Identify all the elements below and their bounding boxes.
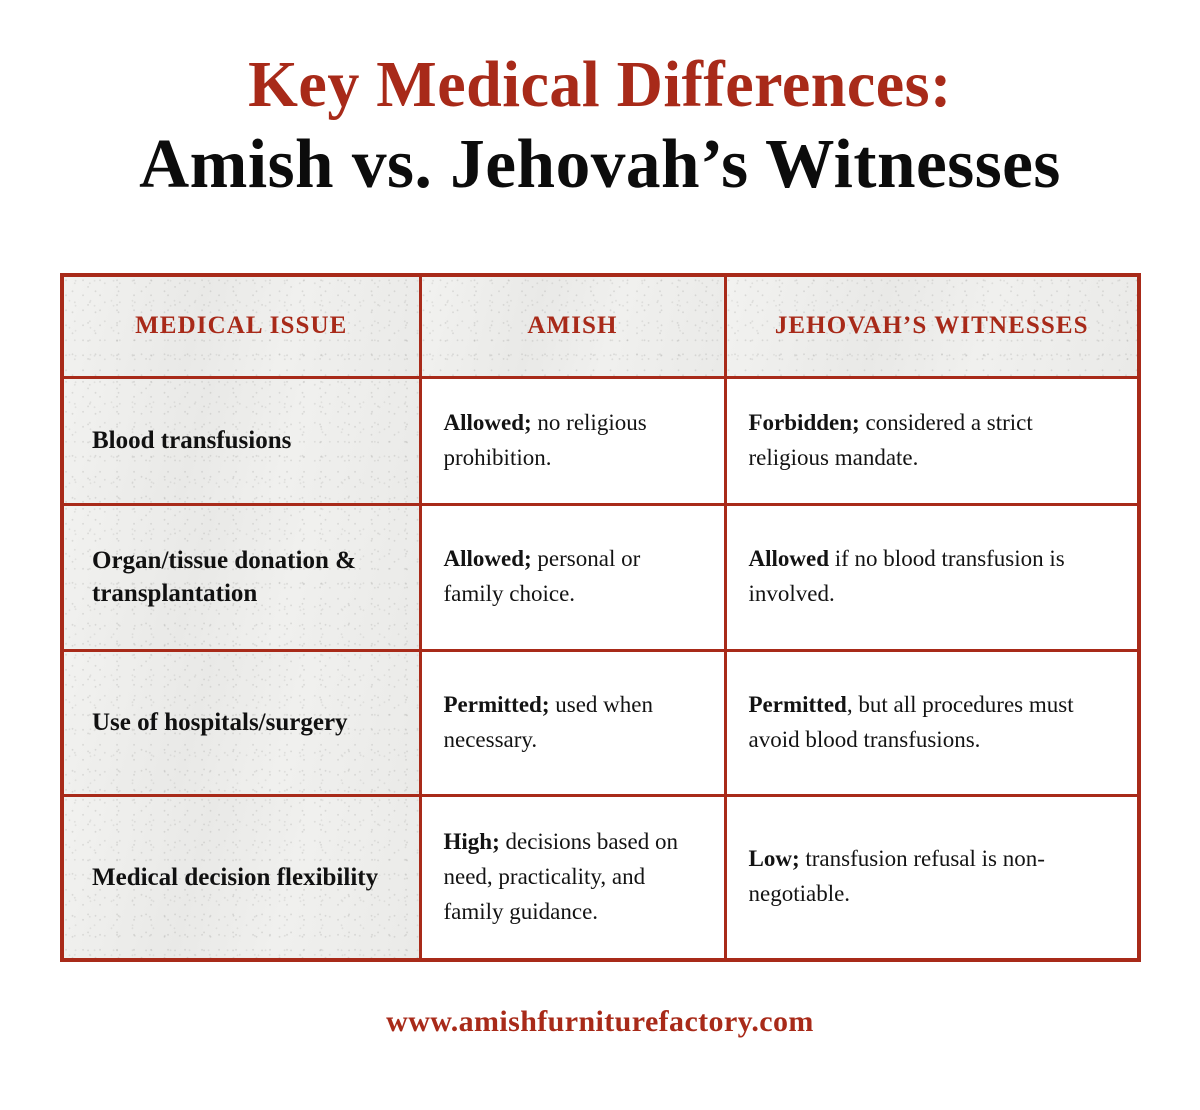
- column-header-amish: AMISH: [418, 273, 727, 379]
- column-header-label: AMISH: [527, 311, 618, 339]
- amish-detail-emphasis: Allowed;: [443, 546, 532, 572]
- title-line-secondary: Amish vs. Jehovah’s Witnesses: [139, 126, 1061, 203]
- table-row: Organ/tissue donation & transplantation …: [60, 502, 1141, 652]
- issue-label: Medical decision flexibility: [92, 863, 379, 891]
- amish-detail-emphasis: High;: [443, 828, 500, 854]
- column-header-label: MEDICAL ISSUE: [135, 311, 348, 339]
- amish-detail: Allowed; no religious prohibition.: [444, 410, 647, 470]
- amish-detail-emphasis: Allowed;: [443, 409, 532, 435]
- comparison-table-container: MEDICAL ISSUE AMISH JEHOVAH’S WITNESSES …: [60, 273, 1141, 962]
- cell-issue: Blood transfusions: [60, 375, 422, 506]
- cell-amish: High; decisions based on need, practical…: [418, 793, 727, 962]
- jw-detail-rest: , but all procedures must avoid blood tr…: [748, 691, 1074, 752]
- cell-amish: Permitted; used when necessary.: [418, 648, 727, 797]
- jw-detail-emphasis: Permitted: [748, 691, 847, 717]
- page-title: Key Medical Differences: Amish vs. Jehov…: [0, 0, 1200, 200]
- jw-detail: Forbidden; considered a strict religious…: [749, 410, 1033, 470]
- comparison-table: MEDICAL ISSUE AMISH JEHOVAH’S WITNESSES …: [60, 273, 1141, 962]
- table-header-row: MEDICAL ISSUE AMISH JEHOVAH’S WITNESSES: [60, 273, 1141, 379]
- jw-detail-emphasis: Low;: [748, 846, 800, 872]
- footer: www.amishfurniturefactory.com: [0, 1005, 1200, 1039]
- cell-jw: Permitted, but all procedures must avoid…: [723, 648, 1141, 797]
- table-row: Use of hospitals/surgery Permitted; used…: [60, 648, 1141, 797]
- amish-detail-rest: personal or family choice.: [443, 546, 641, 606]
- jw-detail-rest: transfusion refusal is non-negotiable.: [748, 846, 1045, 907]
- amish-detail-rest: used when necessary.: [443, 691, 653, 752]
- cell-issue: Medical decision flexibility: [60, 793, 422, 962]
- jw-detail: Allowed if no blood transfusion is invol…: [749, 546, 1065, 606]
- table-row: Blood transfusions Allowed; no religious…: [60, 375, 1141, 506]
- footer-website-url[interactable]: www.amishfurniturefactory.com: [386, 1005, 814, 1038]
- cell-issue: Organ/tissue donation & transplantation: [60, 502, 422, 652]
- table-header: MEDICAL ISSUE AMISH JEHOVAH’S WITNESSES: [60, 273, 1141, 379]
- table-row: Medical decision flexibility High; decis…: [60, 793, 1141, 962]
- jw-detail: Permitted, but all procedures must avoid…: [749, 692, 1074, 752]
- amish-detail-rest: no religious prohibition.: [443, 409, 647, 470]
- amish-detail-rest: decisions based on need, practicality, a…: [443, 828, 678, 924]
- issue-label: Organ/tissue donation & transplantation: [92, 546, 356, 608]
- jw-detail-emphasis: Forbidden;: [748, 409, 860, 435]
- amish-detail: High; decisions based on need, practical…: [444, 829, 678, 924]
- column-header-jehovahs-witnesses: JEHOVAH’S WITNESSES: [723, 273, 1141, 379]
- issue-label: Blood transfusions: [92, 426, 292, 454]
- cell-amish: Allowed; no religious prohibition.: [418, 375, 727, 506]
- cell-amish: Allowed; personal or family choice.: [418, 502, 727, 652]
- jw-detail-emphasis: Allowed: [748, 546, 830, 572]
- column-header-label: JEHOVAH’S WITNESSES: [774, 311, 1089, 339]
- cell-jw: Low; transfusion refusal is non-negotiab…: [723, 793, 1141, 962]
- title-line-primary: Key Medical Differences:: [248, 48, 952, 121]
- jw-detail-rest: considered a strict religious mandate.: [748, 409, 1033, 470]
- cell-jw: Allowed if no blood transfusion is invol…: [723, 502, 1141, 652]
- table-body: Blood transfusions Allowed; no religious…: [60, 375, 1141, 962]
- amish-detail: Permitted; used when necessary.: [444, 692, 653, 752]
- amish-detail-emphasis: Permitted;: [443, 691, 550, 717]
- jw-detail: Low; transfusion refusal is non-negotiab…: [749, 846, 1045, 906]
- jw-detail-rest: if no blood transfusion is involved.: [748, 546, 1065, 606]
- amish-detail: Allowed; personal or family choice.: [444, 546, 641, 606]
- cell-jw: Forbidden; considered a strict religious…: [723, 375, 1141, 506]
- issue-label: Use of hospitals/surgery: [92, 708, 348, 736]
- column-header-medical-issue: MEDICAL ISSUE: [60, 273, 422, 379]
- cell-issue: Use of hospitals/surgery: [60, 648, 422, 797]
